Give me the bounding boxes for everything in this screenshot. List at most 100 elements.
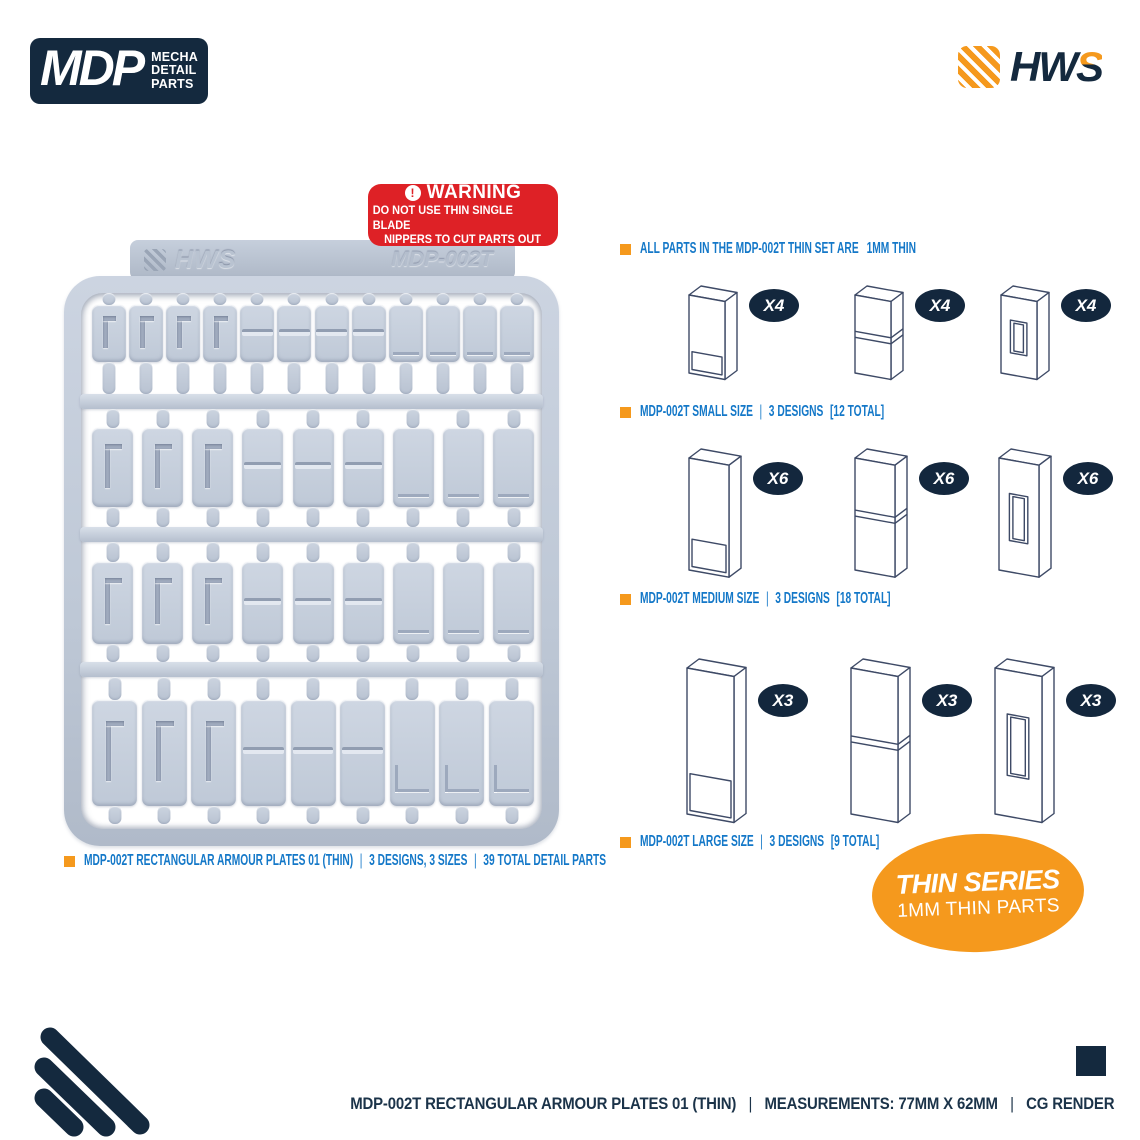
count-badge: X6 <box>753 462 803 495</box>
panel-groove <box>155 443 161 489</box>
panel-groove <box>205 721 211 781</box>
caption-designs: 3 DESIGNS, 3 SIZES <box>369 852 468 869</box>
footer-measurements: MEASUREMENTS: 77MM X 62MM <box>764 1094 998 1113</box>
runner-peg <box>306 806 320 824</box>
part-diagram-panel: X3 <box>684 656 808 826</box>
runner-peg <box>250 293 264 305</box>
sprue-part-small <box>388 293 423 394</box>
runner-peg <box>176 362 190 394</box>
sprue-rail-2 <box>80 527 543 542</box>
hws-letter-s: S <box>1075 43 1104 90</box>
runner-peg <box>156 409 170 428</box>
embossed-hws-stripes-icon <box>144 249 166 271</box>
panel-groove <box>214 316 228 322</box>
runner-peg <box>399 362 413 394</box>
sprue-part-large <box>141 677 187 824</box>
panel-groove <box>155 578 161 625</box>
part-diagram-split: X6 <box>852 446 969 581</box>
panel-line <box>497 493 530 497</box>
sprue-caption: MDP-002T RECTANGULAR ARMOUR PLATES 01 (T… <box>64 852 875 870</box>
footer-separator: | <box>748 1094 752 1113</box>
split-groove <box>243 746 284 754</box>
group-name: MDP-002T MEDIUM SIZE <box>640 590 760 607</box>
part-diagram-panel: X6 <box>686 446 803 581</box>
runner-peg <box>399 293 413 305</box>
panel-groove <box>205 578 211 625</box>
panel-groove <box>105 578 122 584</box>
runner-peg <box>106 644 119 662</box>
panel-groove <box>139 316 145 349</box>
count-badge: X6 <box>919 462 969 495</box>
panel-line <box>447 493 479 497</box>
footer-render-type: CG RENDER <box>1025 1094 1114 1113</box>
runner-peg <box>356 677 370 700</box>
runner-peg <box>106 542 119 562</box>
group-designs: 3 DESIGNS <box>775 590 830 607</box>
group-total: [18 TOTAL] <box>836 590 891 607</box>
group-total: [12 TOTAL] <box>829 403 885 420</box>
runner-peg <box>102 362 116 394</box>
runner-peg <box>473 293 487 305</box>
sprue-part-medium <box>342 542 384 662</box>
runner-peg <box>207 677 221 700</box>
runner-peg <box>356 507 370 527</box>
sprue-part-medium <box>192 542 234 662</box>
mdp-logo: MDP MECHA DETAIL PARTS <box>30 38 208 104</box>
runner-peg <box>510 362 524 394</box>
panel-groove <box>105 443 111 489</box>
runner-peg <box>362 293 376 305</box>
sprue-part-large <box>92 677 137 824</box>
runner-peg <box>406 409 420 428</box>
panel-groove <box>177 316 183 349</box>
panel-groove <box>155 578 172 584</box>
part-diagram-slot: X6 <box>996 446 1113 581</box>
caption-separator: | <box>359 852 363 869</box>
sprue-rail-1 <box>80 394 543 409</box>
hws-letters-hw: HW <box>1010 43 1078 90</box>
panel-groove <box>106 721 112 781</box>
caption-product-name: MDP-002T RECTANGULAR ARMOUR PLATES 01 (T… <box>84 852 354 869</box>
runner-peg <box>356 409 370 428</box>
runner-peg <box>206 542 220 562</box>
runner-peg <box>102 293 116 305</box>
label-large-size: MDP-002T LARGE SIZE | 3 DESIGNS [9 TOTAL… <box>620 833 1002 851</box>
count-badge: X4 <box>749 289 799 322</box>
runner-peg <box>156 644 170 662</box>
runner-peg <box>356 542 370 562</box>
sprue-part-medium <box>92 409 133 527</box>
sprue-part-large <box>240 677 286 824</box>
group-designs: 3 DESIGNS <box>769 833 825 850</box>
runner-peg <box>250 362 264 394</box>
split-groove <box>294 597 332 605</box>
runner-peg <box>157 677 171 700</box>
runner-peg <box>256 806 270 824</box>
part-diagram-split: X3 <box>848 656 972 826</box>
sprue-caption-text: MDP-002T RECTANGULAR ARMOUR PLATES 01 (T… <box>84 852 606 870</box>
group-separator: | <box>760 833 763 850</box>
label-small-size: MDP-002T SMALL SIZE | 3 DESIGNS [12 TOTA… <box>620 403 1010 421</box>
mdp-logo-words: MECHA DETAIL PARTS <box>151 50 198 91</box>
group-designs: 3 DESIGNS <box>768 403 824 420</box>
exclamation-icon: ! <box>404 184 421 201</box>
runner-peg <box>256 644 270 662</box>
runner-peg <box>287 362 301 394</box>
sprue-part-medium <box>493 542 534 662</box>
runner-peg <box>156 507 170 527</box>
panel-groove <box>105 443 122 449</box>
footer-square-icon <box>1076 1046 1106 1076</box>
footer-stripes-icon <box>34 1027 150 1137</box>
part-diagram-split: X4 <box>852 283 965 383</box>
sprue-part-medium <box>292 409 334 527</box>
runner-peg <box>206 644 220 662</box>
runner-peg <box>256 677 270 700</box>
sprue-part-small <box>462 293 497 394</box>
sprue-part-small <box>351 293 386 394</box>
runner-peg <box>108 806 121 824</box>
panel-groove <box>102 316 117 322</box>
warning-title: ! WARNING <box>404 182 522 204</box>
runner-peg <box>139 293 153 305</box>
split-groove <box>344 597 382 605</box>
mdp-word-detail: DETAIL <box>151 63 197 78</box>
sprue-part-medium <box>92 542 133 662</box>
panel-line <box>397 493 429 497</box>
